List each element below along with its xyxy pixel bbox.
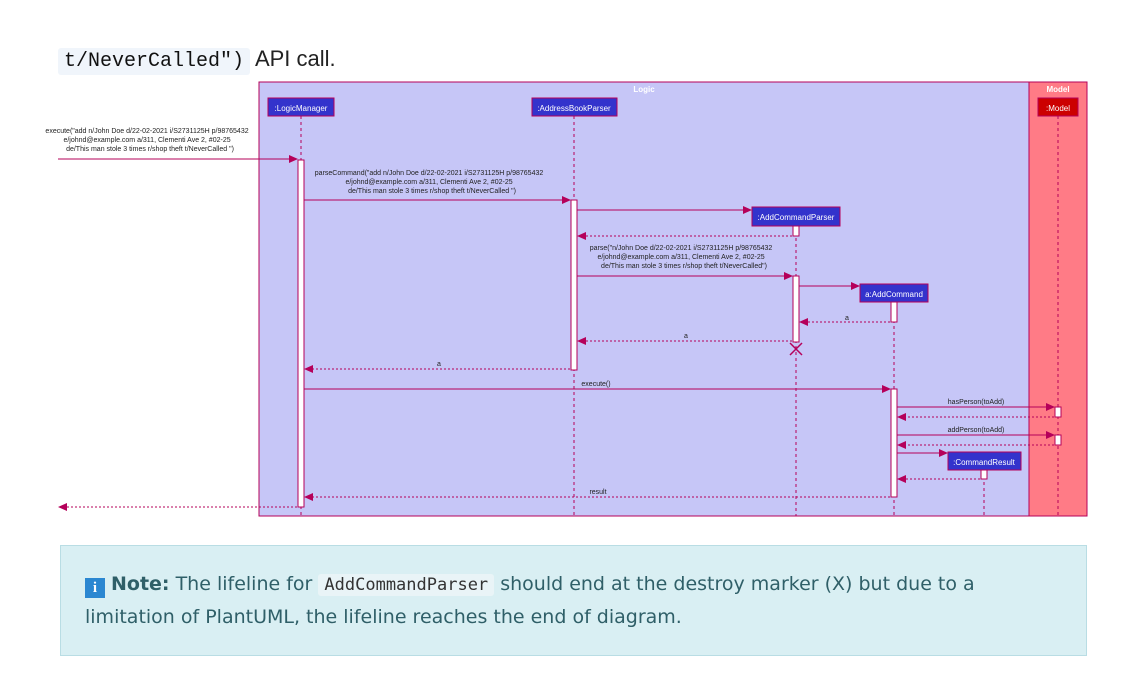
logic-frame-title: Logic [633, 85, 655, 94]
return-a2-label: a [684, 333, 688, 340]
parse-label: parse("n/John Doe d/22-02-2021 i/S273112… [590, 245, 775, 270]
note-text-before: The lifeline for [175, 573, 313, 595]
participant-model-box [1037, 97, 1079, 117]
participant-logic-manager: :LogicManager [275, 104, 328, 113]
participant-address-book-parser-box [531, 97, 618, 117]
add-command-activation-2 [890, 388, 898, 498]
participant-command-result: :CommandResult [953, 458, 1016, 467]
intro-text: API call. [254, 46, 336, 71]
model-frame-title: Model [1046, 85, 1069, 94]
note-code: AddCommandParser [318, 574, 495, 596]
participant-logic-manager-box [267, 97, 335, 117]
model-activation-1 [1054, 406, 1062, 418]
command-result-activation [980, 469, 988, 480]
participant-model: :Model [1046, 104, 1070, 113]
intro-code: t/NeverCalled") [58, 48, 251, 75]
note-box: i Note: The lifeline for AddCommandParser… [60, 545, 1087, 656]
return-a1-label: a [845, 315, 849, 322]
has-person-label: hasPerson(toAdd) [948, 399, 1004, 406]
note-label: Note: [111, 573, 170, 595]
address-book-parser-activation [570, 199, 578, 371]
participant-add-command-parser: :AddCommandParser [758, 213, 835, 222]
return-a3-label: a [437, 361, 441, 368]
execute-label: execute() [581, 381, 610, 388]
intro-line: t/NeverCalled") API call. [58, 46, 336, 75]
participant-add-command: a:AddCommand [865, 290, 923, 299]
add-command-parser-activation-1 [792, 225, 800, 237]
logic-manager-activation [297, 159, 305, 508]
participant-address-book-parser: :AddressBookParser [537, 104, 611, 113]
parse-command-label: parseCommand("add n/John Doe d/22-02-202… [315, 170, 545, 195]
add-person-label: addPerson(toAdd) [948, 427, 1005, 434]
note-text-after: should end at the destroy marker (X) but… [85, 573, 975, 628]
model-activation-2 [1054, 434, 1062, 446]
result-label: result [589, 489, 606, 496]
info-icon: i [85, 578, 105, 598]
destroy-marker [789, 342, 803, 356]
add-command-parser-activation-2 [792, 275, 800, 343]
add-command-activation-1 [890, 301, 898, 323]
execute-call-label: execute("add n/John Doe d/22-02-2021 i/S… [45, 128, 250, 153]
